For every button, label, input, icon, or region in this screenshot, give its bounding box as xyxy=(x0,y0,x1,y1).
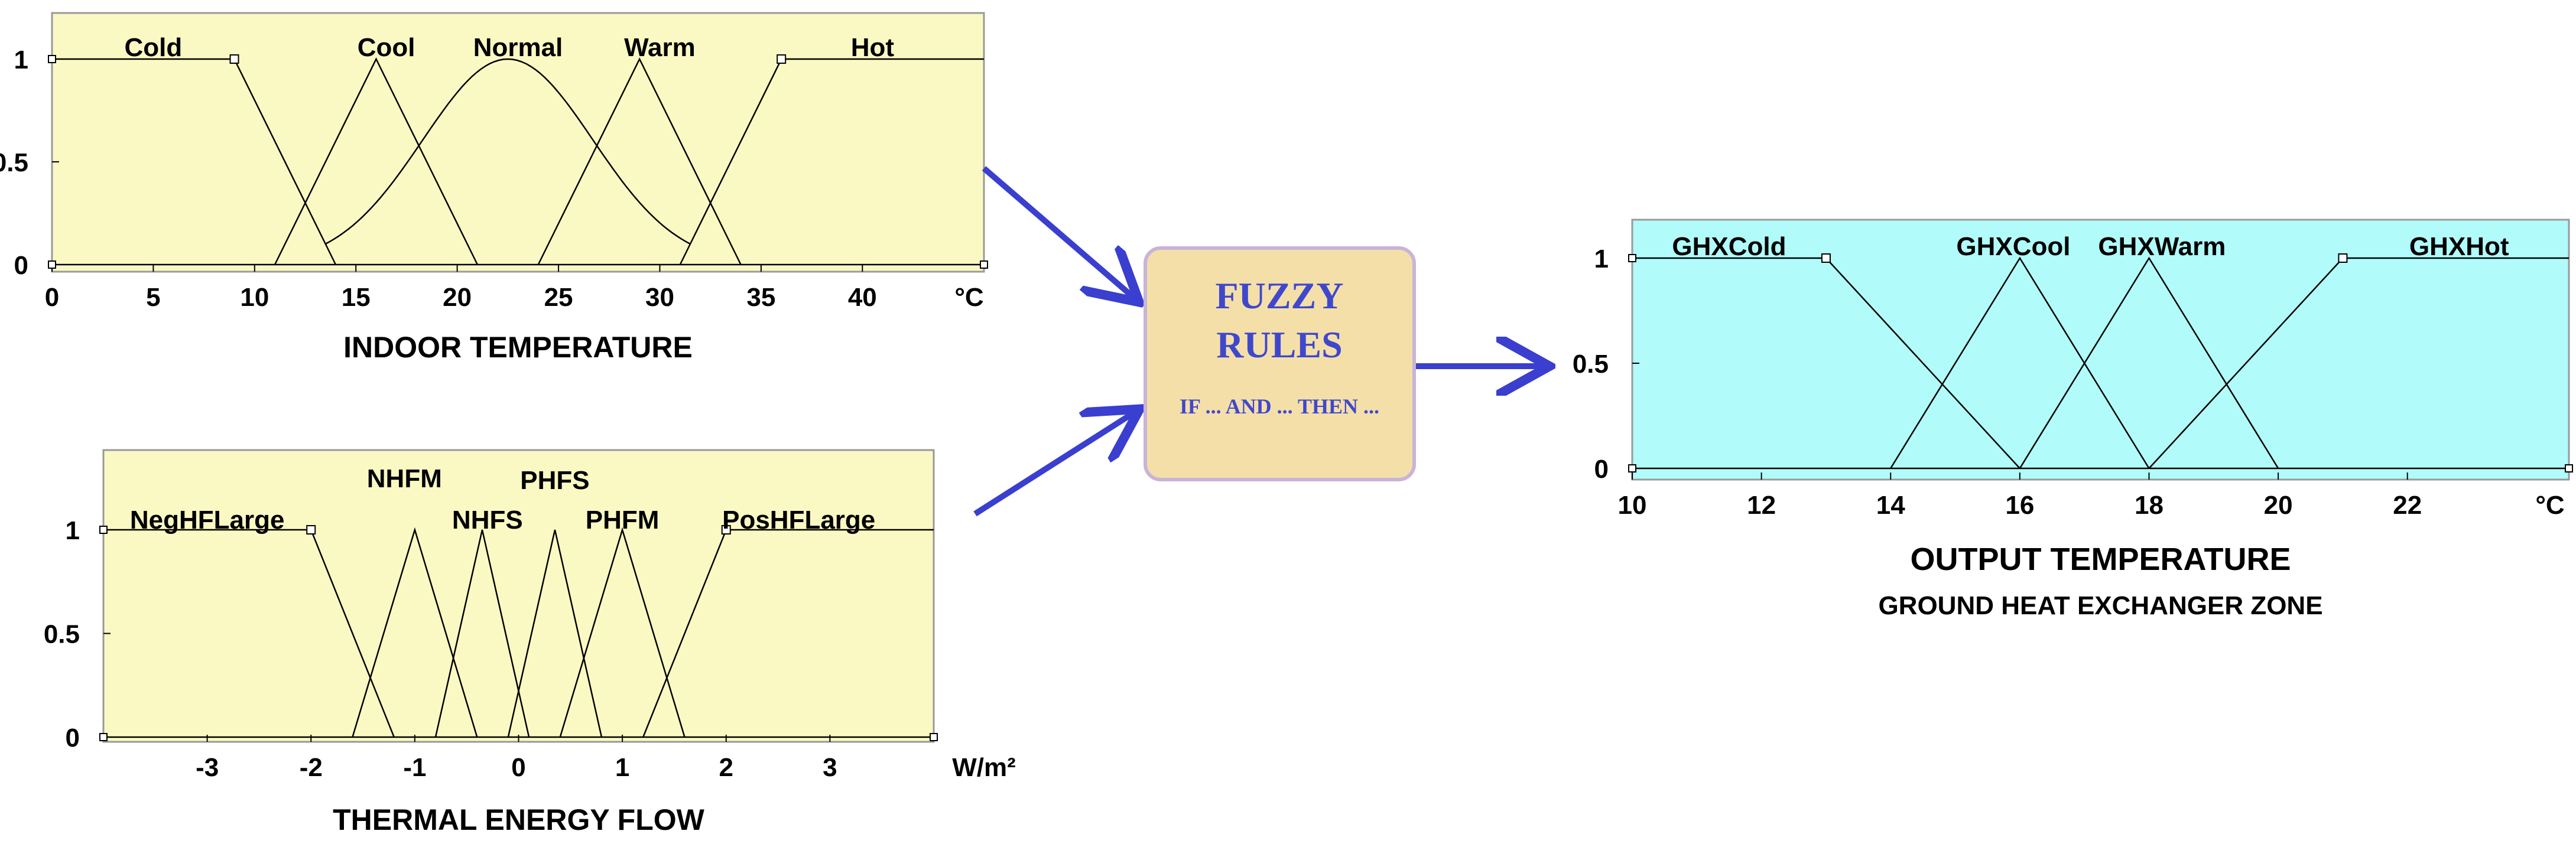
indoor-mf-cool xyxy=(274,57,479,265)
flow-mf-poshflarge-handle xyxy=(721,525,731,535)
flow-xtick-label: -2 xyxy=(300,753,323,782)
output-xtick-label: 14 xyxy=(1876,491,1905,520)
flow-xtick-label: -1 xyxy=(403,753,426,782)
indoor-xtick-label: 5 xyxy=(146,283,160,312)
flow-mf-nhfm xyxy=(352,527,478,738)
indoor-edge-marker xyxy=(48,260,56,269)
indoor-ytick-label: 0.5 xyxy=(0,148,28,177)
flow-mf-label-nhfm: NHFM xyxy=(367,464,442,493)
indoor-ytick-label: 0 xyxy=(14,251,28,280)
output-mf-ghxwarm xyxy=(2019,256,2279,469)
flow-edge-marker xyxy=(99,733,108,741)
flow-edge-marker xyxy=(930,733,938,741)
indoor-xtick-label: 15 xyxy=(342,283,371,312)
flow-edge-marker xyxy=(99,526,108,534)
flow-xtick-label: 0 xyxy=(511,753,525,782)
thermal-energy-flow-chart: 0 0.5 1 -3 -2 -1 0 1 2 3 W/m² THERMAL ENERGY FLOW Ne… xyxy=(44,449,1016,836)
flow-ytick-label: 0 xyxy=(66,724,80,752)
flow-xtick-label: 1 xyxy=(615,753,629,782)
output-mf-label-ghxwarm: GHXWarm xyxy=(2098,232,2226,261)
flow-mf-neghflarge-handle xyxy=(306,525,316,535)
output-xtick-label: 18 xyxy=(2135,491,2164,520)
output-unit-label: °C xyxy=(2535,491,2564,520)
indoor-xtick-label: 0 xyxy=(45,283,59,312)
indoor-xtick-label: 20 xyxy=(443,283,472,312)
indoor-chart-title: INDOOR TEMPERATURE xyxy=(343,331,693,364)
output-mf-ghxhot-handle xyxy=(2338,253,2348,263)
output-ytick-label: 0.5 xyxy=(1573,350,1609,379)
rules-title-line2: RULES xyxy=(1216,324,1342,366)
output-mf-ghxcold-handle xyxy=(1821,253,1831,263)
flow-ytick-label: 1 xyxy=(66,516,80,545)
rules-title-line1: FUZZY xyxy=(1216,275,1344,317)
fuzzy-rules-box-frame xyxy=(1144,246,1416,481)
flow-unit-label: W/m² xyxy=(952,753,1016,782)
flow-plot-area xyxy=(102,449,935,743)
output-mf-label-ghxcold: GHXCold xyxy=(1672,232,1786,261)
flow-mf-label-nhfs: NHFS xyxy=(452,506,523,535)
indoor-mf-label-cool: Cool xyxy=(358,33,415,62)
indoor-edge-marker xyxy=(48,55,56,63)
indoor-mf-normal xyxy=(325,58,691,245)
indoor-mf-label-cold: Cold xyxy=(125,33,183,62)
output-xtick-label: 20 xyxy=(2264,491,2293,520)
indoor-ytick-label: 1 xyxy=(14,45,28,74)
fuzzy-rules-box: FUZZY RULES IF ... AND ... THEN ... xyxy=(1144,246,1416,481)
arrow-flow-to-rules xyxy=(973,412,1135,517)
output-temperature-chart: 0 0.5 1 10 12 14 16 18 20 22 °C OUTPUT TEMPERATURE G… xyxy=(1573,219,2573,620)
output-xtick-label: 22 xyxy=(2393,491,2422,520)
flow-chart-title: THERMAL ENERGY FLOW xyxy=(333,803,705,836)
output-mf-label-ghxhot: GHXHot xyxy=(2409,232,2509,261)
rules-syntax: IF ... AND ... THEN ... xyxy=(1180,395,1379,418)
flow-mf-label-phfs: PHFS xyxy=(520,466,589,495)
output-mf-ghxcool xyxy=(1890,256,2150,469)
output-xtick-label: 10 xyxy=(1618,491,1647,520)
output-edge-marker xyxy=(2565,464,2573,473)
indoor-plot-area xyxy=(51,12,985,273)
output-plot-area xyxy=(1631,219,2570,481)
output-xtick-label: 12 xyxy=(1747,491,1776,520)
output-xtick-label: 16 xyxy=(2005,491,2034,520)
output-edge-marker xyxy=(1628,464,1636,473)
indoor-xtick-label: 30 xyxy=(645,283,674,312)
output-chart-title: OUTPUT TEMPERATURE xyxy=(1911,542,2291,577)
indoor-mf-hot-handle xyxy=(777,54,787,64)
flow-mf-phfs xyxy=(507,529,603,738)
flow-ytick-label: 0.5 xyxy=(44,620,80,649)
indoor-unit-label: °C xyxy=(954,283,983,312)
output-edge-marker xyxy=(1628,254,1636,262)
flow-mf-nhfs xyxy=(434,529,530,738)
indoor-mf-label-hot: Hot xyxy=(851,33,895,62)
flow-mf-phfm xyxy=(559,527,686,738)
flow-xtick-label: 3 xyxy=(823,753,837,782)
flow-mf-label-neghflarge: NegHFLarge xyxy=(130,506,285,535)
flow-mf-label-poshflarge: PosHFLarge xyxy=(722,506,875,535)
output-mf-label-ghxcool: GHXCool xyxy=(1956,232,2070,261)
flow-xtick-label: 2 xyxy=(719,753,733,782)
indoor-edge-marker xyxy=(980,260,988,269)
indoor-xtick-label: 10 xyxy=(240,283,269,312)
indoor-mf-label-warm: Warm xyxy=(624,33,696,62)
indoor-xtick-label: 25 xyxy=(544,283,573,312)
output-chart-subtitle: GROUND HEAT EXCHANGER ZONE xyxy=(1878,591,2322,620)
indoor-mf-warm xyxy=(537,57,742,265)
indoor-xtick-label: 35 xyxy=(746,283,775,312)
indoor-xtick-label: 40 xyxy=(848,283,877,312)
flow-mf-label-phfm: PHFM xyxy=(586,506,660,535)
flow-xtick-label: -3 xyxy=(196,753,219,782)
output-ytick-label: 0 xyxy=(1594,455,1609,484)
indoor-mf-cold-handle xyxy=(229,54,239,64)
indoor-mf-label-normal: Normal xyxy=(473,33,563,62)
arrow-indoor-to-rules xyxy=(982,166,1135,298)
output-ytick-label: 1 xyxy=(1594,245,1609,273)
